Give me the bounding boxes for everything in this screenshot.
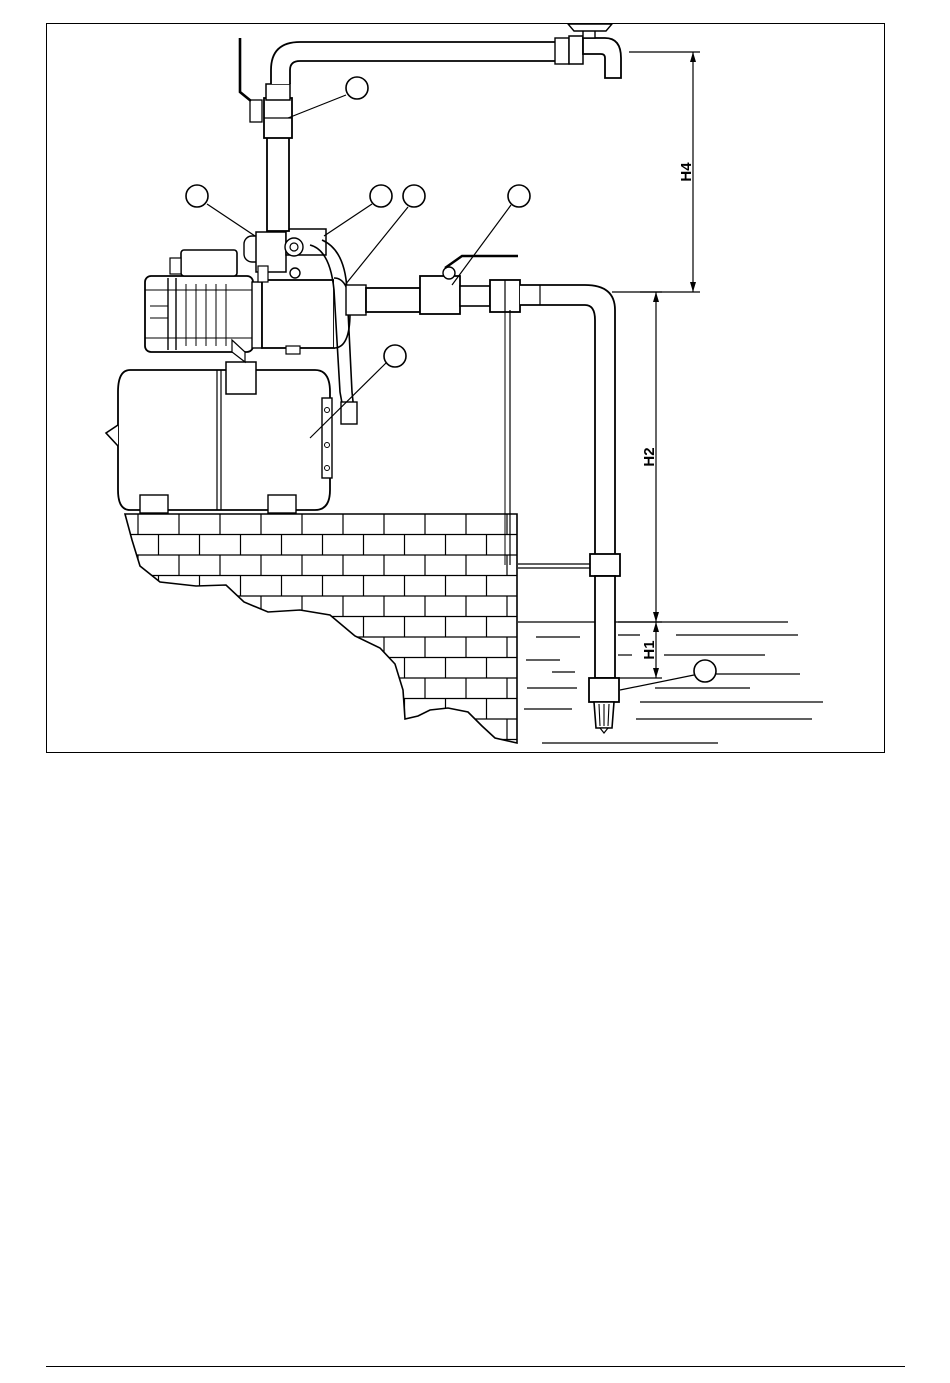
dimension-label-h2: H2 [641,447,658,466]
callout-circle [508,185,530,207]
pump-motor [145,250,262,362]
callout-circle [403,185,425,207]
footer-rule [46,1366,905,1367]
callout-circle [384,345,406,367]
callout-circle [370,185,392,207]
pressure-tank [106,362,332,513]
water-surface [518,622,823,743]
dimension-label-h4: H4 [678,162,695,182]
callout-circle [694,660,716,682]
dimension-label-h1: H1 [641,640,658,659]
callout-circle [346,77,368,99]
brick-wall [118,514,520,760]
foot-valve [589,678,619,733]
faucet [568,24,621,78]
dimension-arrows [653,52,696,678]
callout-circle [186,185,208,207]
dimension-lines [612,52,700,678]
